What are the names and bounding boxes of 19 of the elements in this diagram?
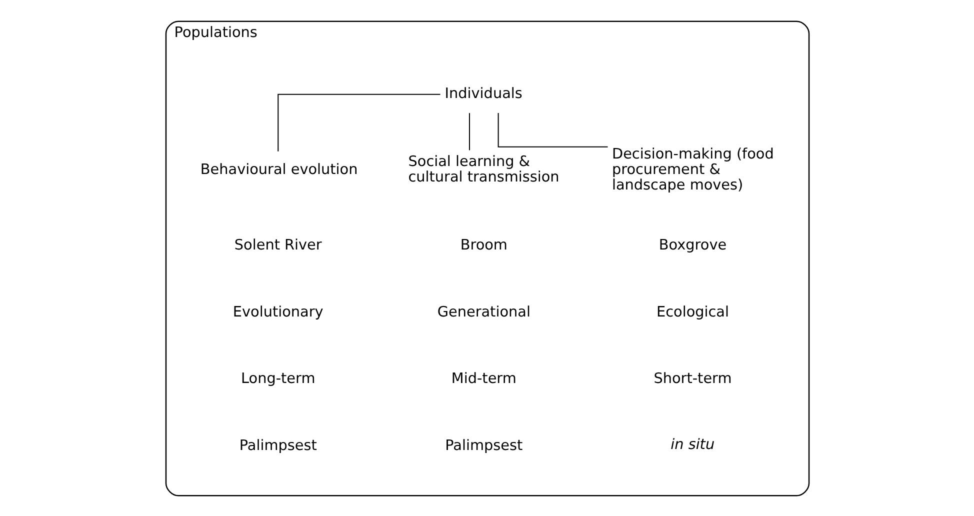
node-text: Decision-making (food procurement & landscape moves)	[611, 146, 774, 193]
node-text: Behavioural evolution	[200, 161, 358, 178]
label: Broom	[460, 236, 507, 253]
label: Generational	[436, 304, 530, 320]
node-text: Individuals	[444, 86, 522, 102]
node-text: Social learning & cultural transmission	[408, 154, 559, 186]
connector	[497, 112, 608, 147]
label: in situ	[670, 436, 714, 453]
label: Solent River	[234, 236, 322, 253]
label: Palimpsest	[238, 438, 316, 454]
label: Palimpsest	[444, 438, 522, 454]
label: Mid-term	[450, 370, 516, 387]
label: Evolutionary	[232, 304, 323, 320]
label: Ecological	[656, 304, 728, 320]
label: Boxgrove	[658, 236, 726, 253]
label: Short-term	[653, 370, 732, 387]
connector	[277, 93, 440, 151]
label: Long-term	[240, 370, 315, 387]
connector	[468, 112, 470, 150]
